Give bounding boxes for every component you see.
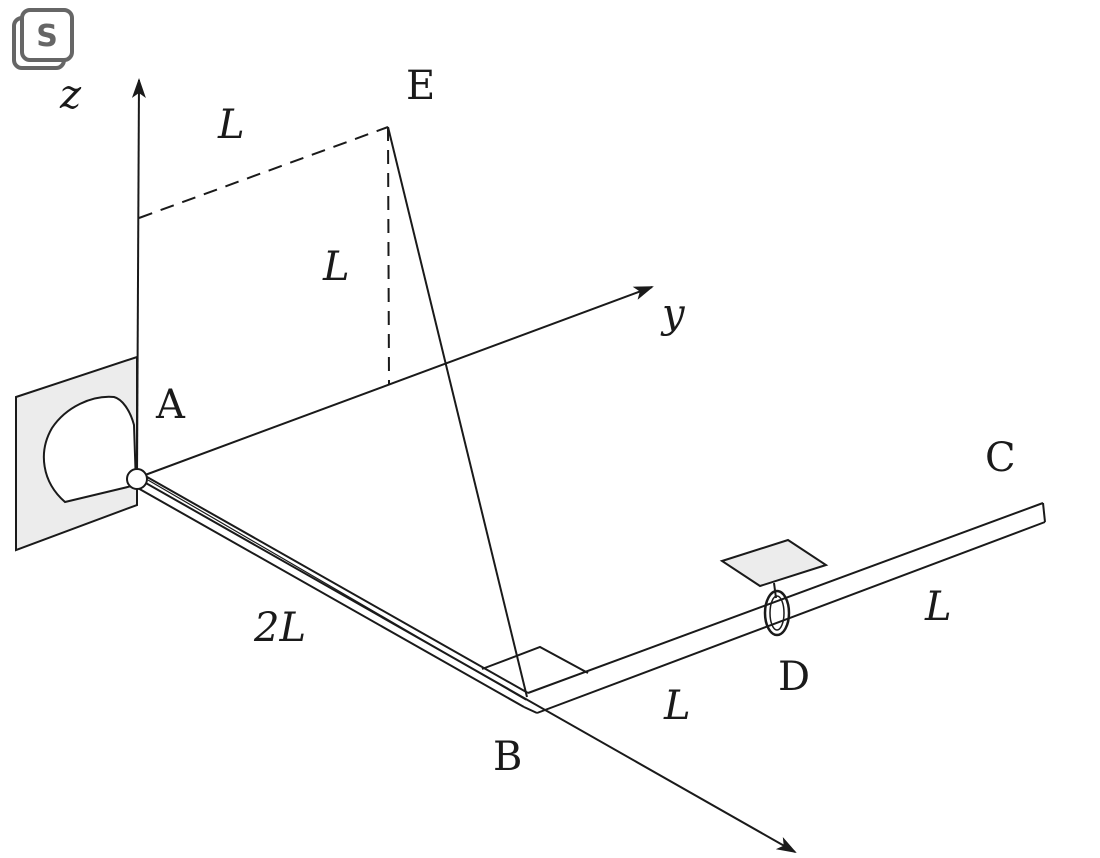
collar-bracket-plate [719,538,829,588]
ball-joint-A [126,468,148,490]
dimension-AB-2L: 2L [253,605,306,651]
point-D-label: D [778,654,810,700]
dimension-DC-L: L [924,584,952,630]
collar-ring [763,589,791,637]
right-angle-marker [481,645,589,674]
logo-icon: S [12,8,74,70]
point-A-label: A [155,382,186,428]
point-B-label: B [493,734,522,780]
dashed-line-top [138,126,389,219]
dimension-vertical-L: L [322,244,350,290]
z-axis-label: z [59,72,82,118]
point-E-label: E [406,63,435,109]
dimension-BD-L: L [663,683,691,729]
collar-D [719,538,829,637]
wall-socket-outline [42,395,138,504]
dimension-top-L: L [217,102,245,148]
y-axis [136,286,654,479]
dashed-line-vertical [387,126,390,385]
wall-mount [15,355,138,552]
logo-letter: S [36,19,58,54]
rod-AB [135,472,529,708]
z-axis [131,78,146,479]
cable-EB [387,126,528,698]
y-axis-label: y [660,291,686,337]
point-C-label: C [985,435,1016,481]
